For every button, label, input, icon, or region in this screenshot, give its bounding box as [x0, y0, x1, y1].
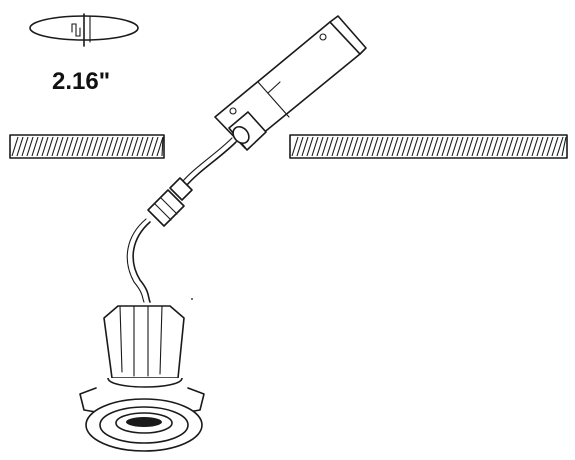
hatch-line	[71, 136, 79, 157]
hatch-line	[381, 136, 389, 157]
driver-cable	[181, 137, 237, 187]
hatch-line	[491, 136, 499, 157]
hatch-line	[441, 136, 449, 157]
hatch-line	[326, 136, 334, 157]
hatch-line	[311, 136, 319, 157]
hatch-line	[16, 136, 24, 157]
hatch-line	[456, 136, 464, 157]
hatch-line	[406, 136, 414, 157]
hatch-line	[61, 136, 69, 157]
hatch-line	[501, 136, 509, 157]
hatch-line	[436, 136, 444, 157]
hatch-line	[106, 136, 114, 157]
hatch-line	[486, 136, 494, 157]
hatch-line	[511, 136, 519, 157]
hatch-line	[431, 136, 439, 157]
hatch-line	[306, 136, 314, 157]
hatch-line	[471, 136, 479, 157]
hatch-line	[551, 136, 559, 157]
hatch-line	[421, 136, 429, 157]
hatch-line	[426, 136, 434, 157]
hatch-line	[336, 136, 344, 157]
hatch-line	[386, 136, 394, 157]
hatch-line	[56, 136, 64, 157]
hatch-line	[26, 136, 34, 157]
hatch-line	[41, 136, 49, 157]
hatch-line	[341, 136, 349, 157]
hatch-line	[96, 136, 104, 157]
hatch-line	[356, 136, 364, 157]
quick-connector	[147, 177, 193, 227]
hatch-line	[561, 136, 567, 157]
fixture-cable	[126, 218, 151, 303]
hatch-line	[371, 136, 379, 157]
hatch-line	[556, 136, 564, 157]
hatch-line	[496, 136, 504, 157]
hatch-line	[376, 136, 384, 157]
hatch-line	[416, 136, 424, 157]
speck-mark	[191, 298, 193, 300]
hatch-line	[321, 136, 329, 157]
hatch-line	[391, 136, 399, 157]
hatch-line	[141, 136, 149, 157]
hatch-line	[411, 136, 419, 157]
hatch-line	[461, 136, 469, 157]
downlight-fixture	[79, 305, 205, 452]
hatch-line	[541, 136, 549, 157]
hatch-line	[66, 136, 74, 157]
hatch-line	[366, 136, 374, 157]
hatch-line	[291, 136, 299, 157]
hatch-line	[81, 136, 89, 157]
driver-box	[214, 15, 367, 151]
hatch-line	[136, 136, 144, 157]
hatch-line	[476, 136, 484, 157]
hatch-line	[546, 136, 554, 157]
hatch-line	[401, 136, 409, 157]
hatch-line	[526, 136, 534, 157]
hatch-line	[31, 136, 39, 157]
hatch-line	[316, 136, 324, 157]
hatch-line	[151, 136, 159, 157]
hatch-line	[296, 136, 304, 157]
hatch-line	[481, 136, 489, 157]
hatch-line	[126, 136, 134, 157]
cutout-dimension-label: 2.16"	[52, 68, 110, 95]
hatch-line	[131, 136, 139, 157]
hatch-line	[531, 136, 539, 157]
hatch-line	[146, 136, 154, 157]
hatch-line	[91, 136, 99, 157]
hatch-line	[101, 136, 109, 157]
hatch-line	[301, 136, 309, 157]
hatch-line	[46, 136, 54, 157]
hatch-line	[536, 136, 544, 157]
hatch-line	[506, 136, 514, 157]
hatch-line	[346, 136, 354, 157]
ceiling-section-right	[289, 134, 568, 159]
hatch-line	[451, 136, 459, 157]
ceiling-section-left	[9, 134, 165, 159]
hatch-line	[361, 136, 369, 157]
hatch-line	[121, 136, 129, 157]
hatch-line	[11, 136, 19, 157]
hatch-line	[36, 136, 44, 157]
hatch-line	[156, 136, 164, 157]
hatch-line	[21, 136, 29, 157]
hatch-line	[521, 136, 529, 157]
hatch-line	[351, 136, 359, 157]
hatch-line	[466, 136, 474, 157]
cutout-size-icon	[29, 13, 139, 47]
hatch-line	[396, 136, 404, 157]
hatch-line	[51, 136, 59, 157]
hatch-line	[161, 136, 164, 157]
hatch-line	[111, 136, 119, 157]
hatch-line	[86, 136, 94, 157]
hatch-line	[446, 136, 454, 157]
hatch-line	[331, 136, 339, 157]
hatch-line	[76, 136, 84, 157]
hatch-line	[516, 136, 524, 157]
hatch-line	[116, 136, 124, 157]
